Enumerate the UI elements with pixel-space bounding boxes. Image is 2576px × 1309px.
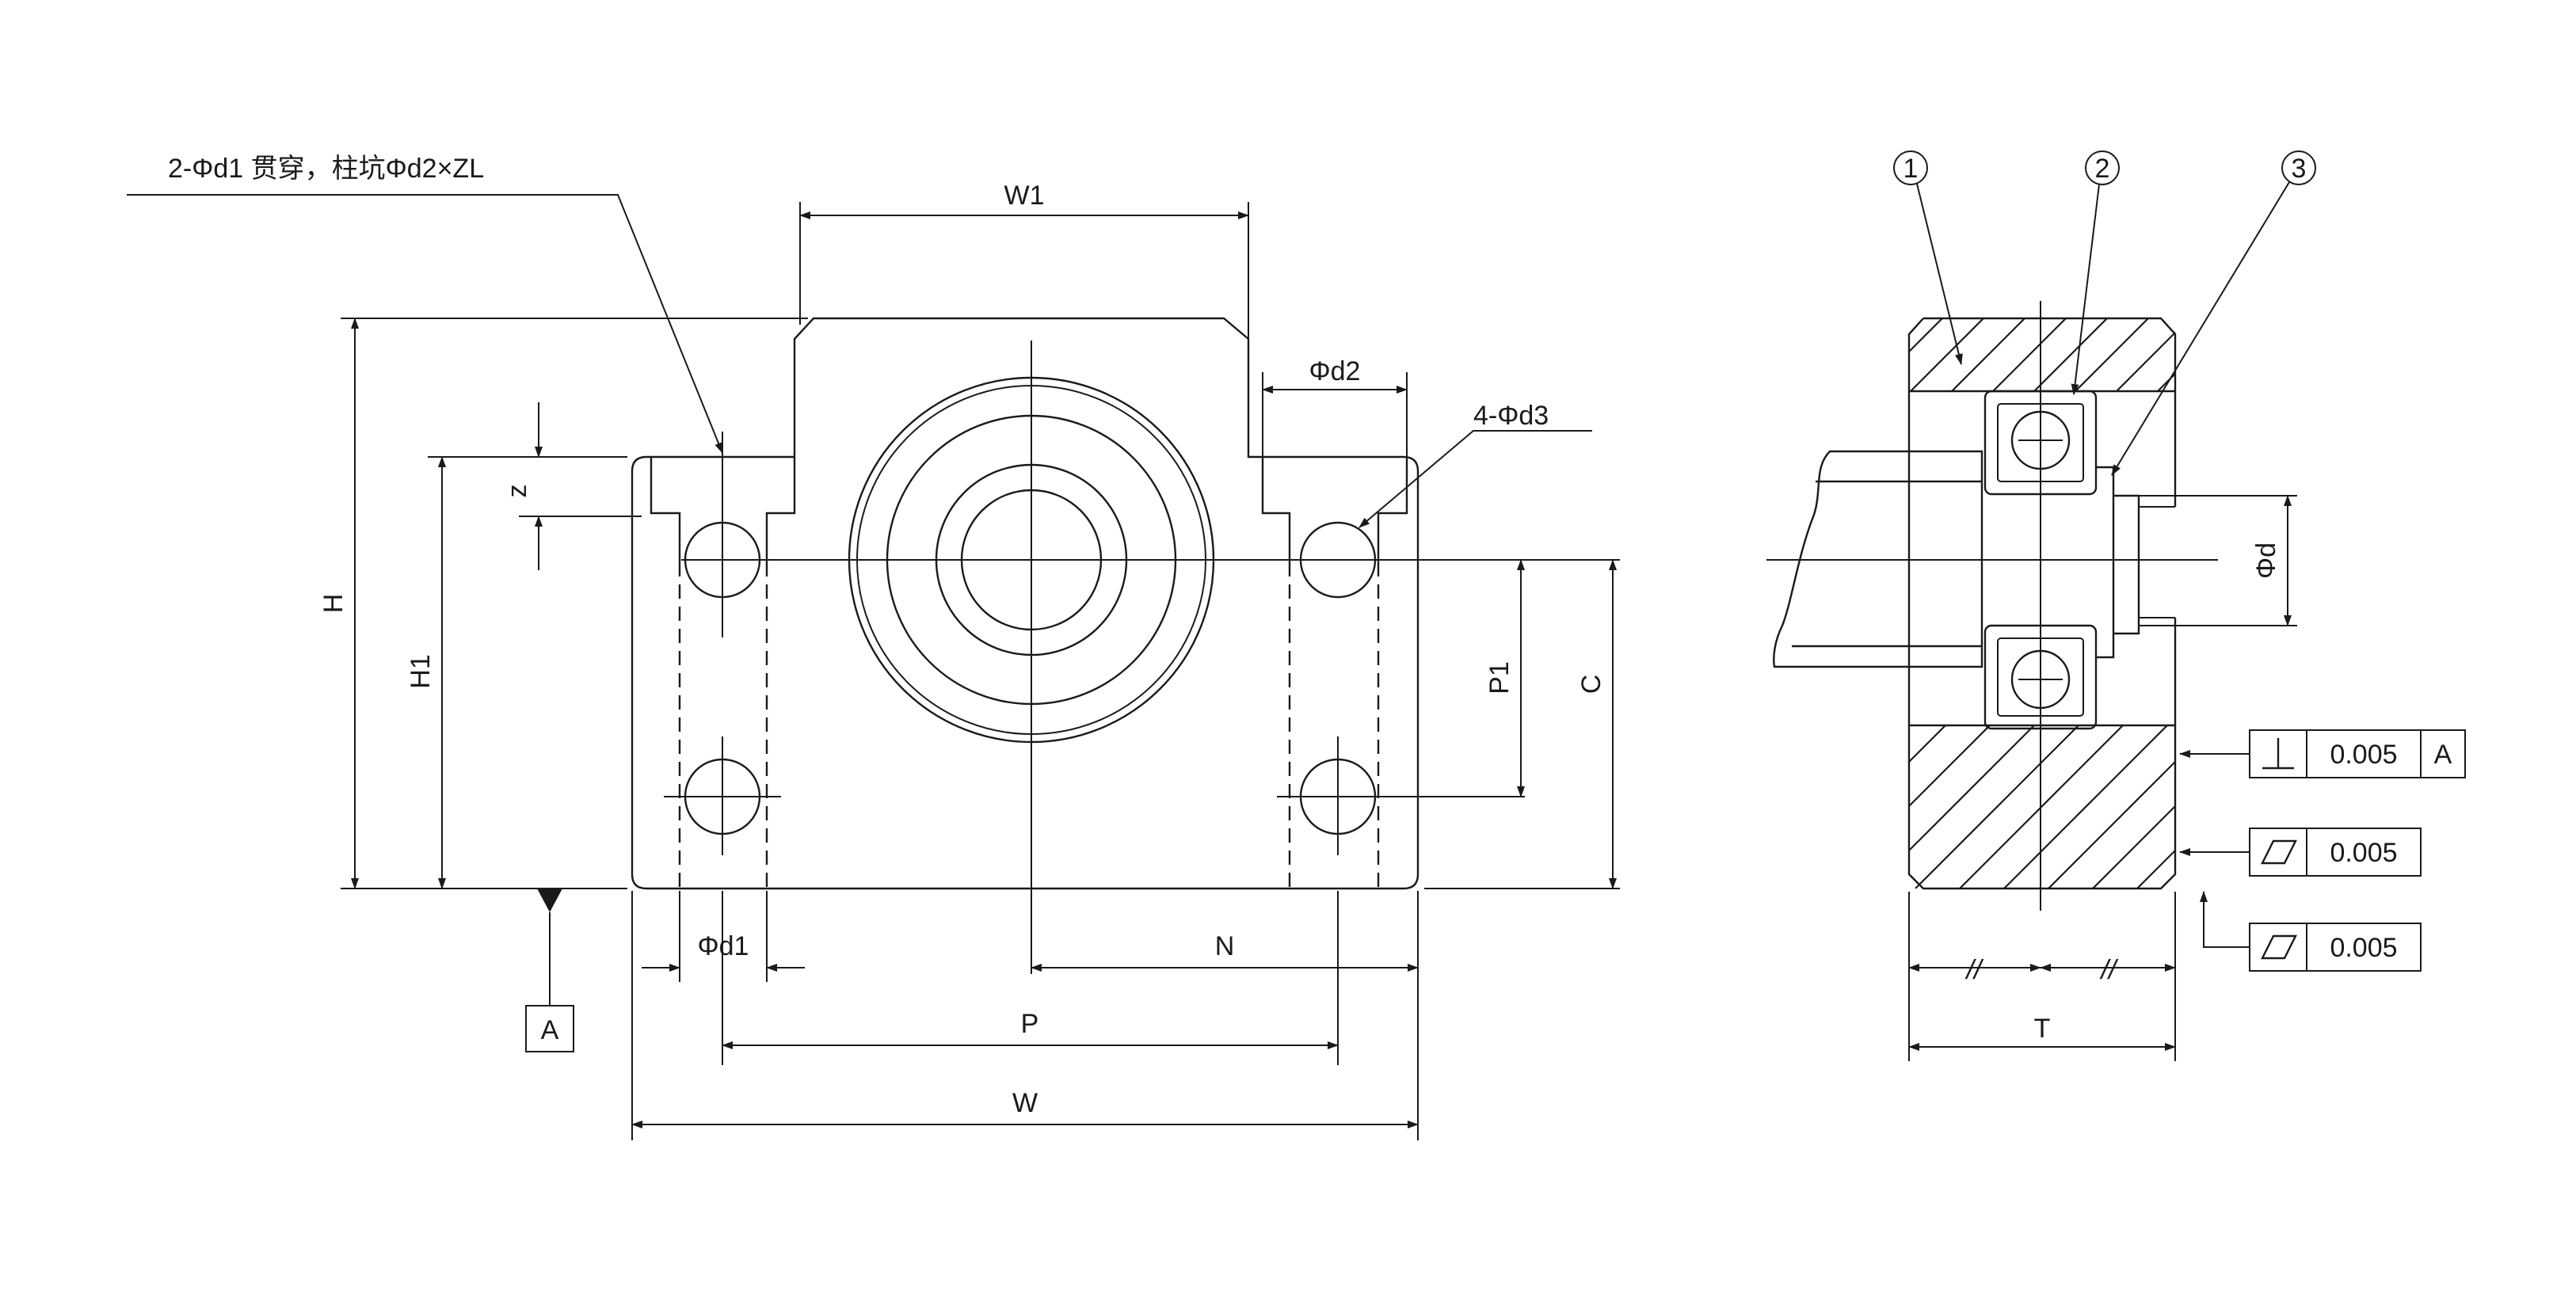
leaders [127,194,1592,528]
parallel-mark-left: // [1965,955,1984,985]
section-view: Φd // // T 1 2 3 [1738,150,2466,1061]
dim-c-label: C [1576,675,1606,694]
hatch-line [1915,725,2079,889]
hatch-top [1828,318,2313,391]
hatch-line [2075,318,2149,391]
hatch-line [1992,318,2067,391]
counterbore-left [650,457,796,562]
hidden-lines [678,562,1380,889]
hatch-line [2240,318,2313,391]
holes-tapped-callout: 4-Φd3 [1473,401,1549,431]
shaft [1773,450,1983,668]
counterbore-right [1261,457,1408,562]
dim-t-label: T [2034,1014,2051,1044]
balloon-2: 2 [2071,150,2120,395]
hatch-line [2136,849,2175,889]
svg-text:1: 1 [1903,154,1919,184]
dim-n-label: N [1215,931,1235,961]
hatch-line [2116,331,2175,391]
tolerance-value-2: 0.005 [2330,838,2397,868]
hatch-line [1909,318,1943,353]
hatch-line [1910,318,1984,391]
dim-phi-d2-label: Φd2 [1309,356,1361,386]
tolerance-value-3: 0.005 [2330,933,2397,963]
dim-p1-label: P1 [1484,661,1515,694]
housing-outline [631,317,1419,890]
svg-text:2: 2 [2095,154,2110,184]
dim-w-label: W [1012,1088,1038,1118]
dim-p-label: P [1021,1009,1039,1039]
center-lines [664,341,1410,974]
hatch-line [2048,760,2175,889]
hatch-line [1738,725,1901,889]
tolerance-frame-flatness-1: 0.005 [2179,828,2422,877]
tolerance-datum-1: A [2434,740,2452,770]
balloon-3: 3 [2111,150,2316,476]
dimension-lines [351,211,1617,1128]
hatch-line [1909,725,1946,763]
datum-a-label: A [541,1015,559,1045]
hatch-line [1951,318,2025,391]
hatch-line [1909,725,2035,852]
dim-phi-d1-label: Φd1 [698,931,749,961]
balloon-1: 1 [1893,150,1963,365]
front-view: A 2-Φd1 贯穿，柱坑Φd2×ZL 4-Φd3 W1 W P N Φd1 Φ… [127,154,1620,1140]
extension-lines [341,202,1620,1140]
hatch-line [1828,318,1901,391]
svg-text:3: 3 [2292,154,2307,184]
holes-through-callout: 2-Φd1 贯穿，柱坑Φd2×ZL [168,154,484,184]
tolerance-frame-flatness-2: 0.005 [2200,891,2422,972]
dim-phi-d-label: Φd [2251,542,2281,579]
dim-h-label: H [318,594,349,614]
hatch-line [1909,725,1991,808]
tolerance-value-1: 0.005 [2330,740,2397,770]
hatch-line [2003,725,2168,889]
hatch-line [2033,318,2108,391]
housing-top-section [1907,317,2177,393]
hatch-line [2199,318,2272,391]
dim-z-label: z [502,485,532,498]
dim-w1-label: W1 [1004,181,1045,211]
dim-h1-label: H1 [406,654,436,688]
datum-a: A [525,889,574,1052]
retainer [2096,466,2140,659]
parallel-mark-right: // [2100,955,2119,985]
tolerance-frame-perpendicularity: 0.005 A [2179,729,2466,778]
